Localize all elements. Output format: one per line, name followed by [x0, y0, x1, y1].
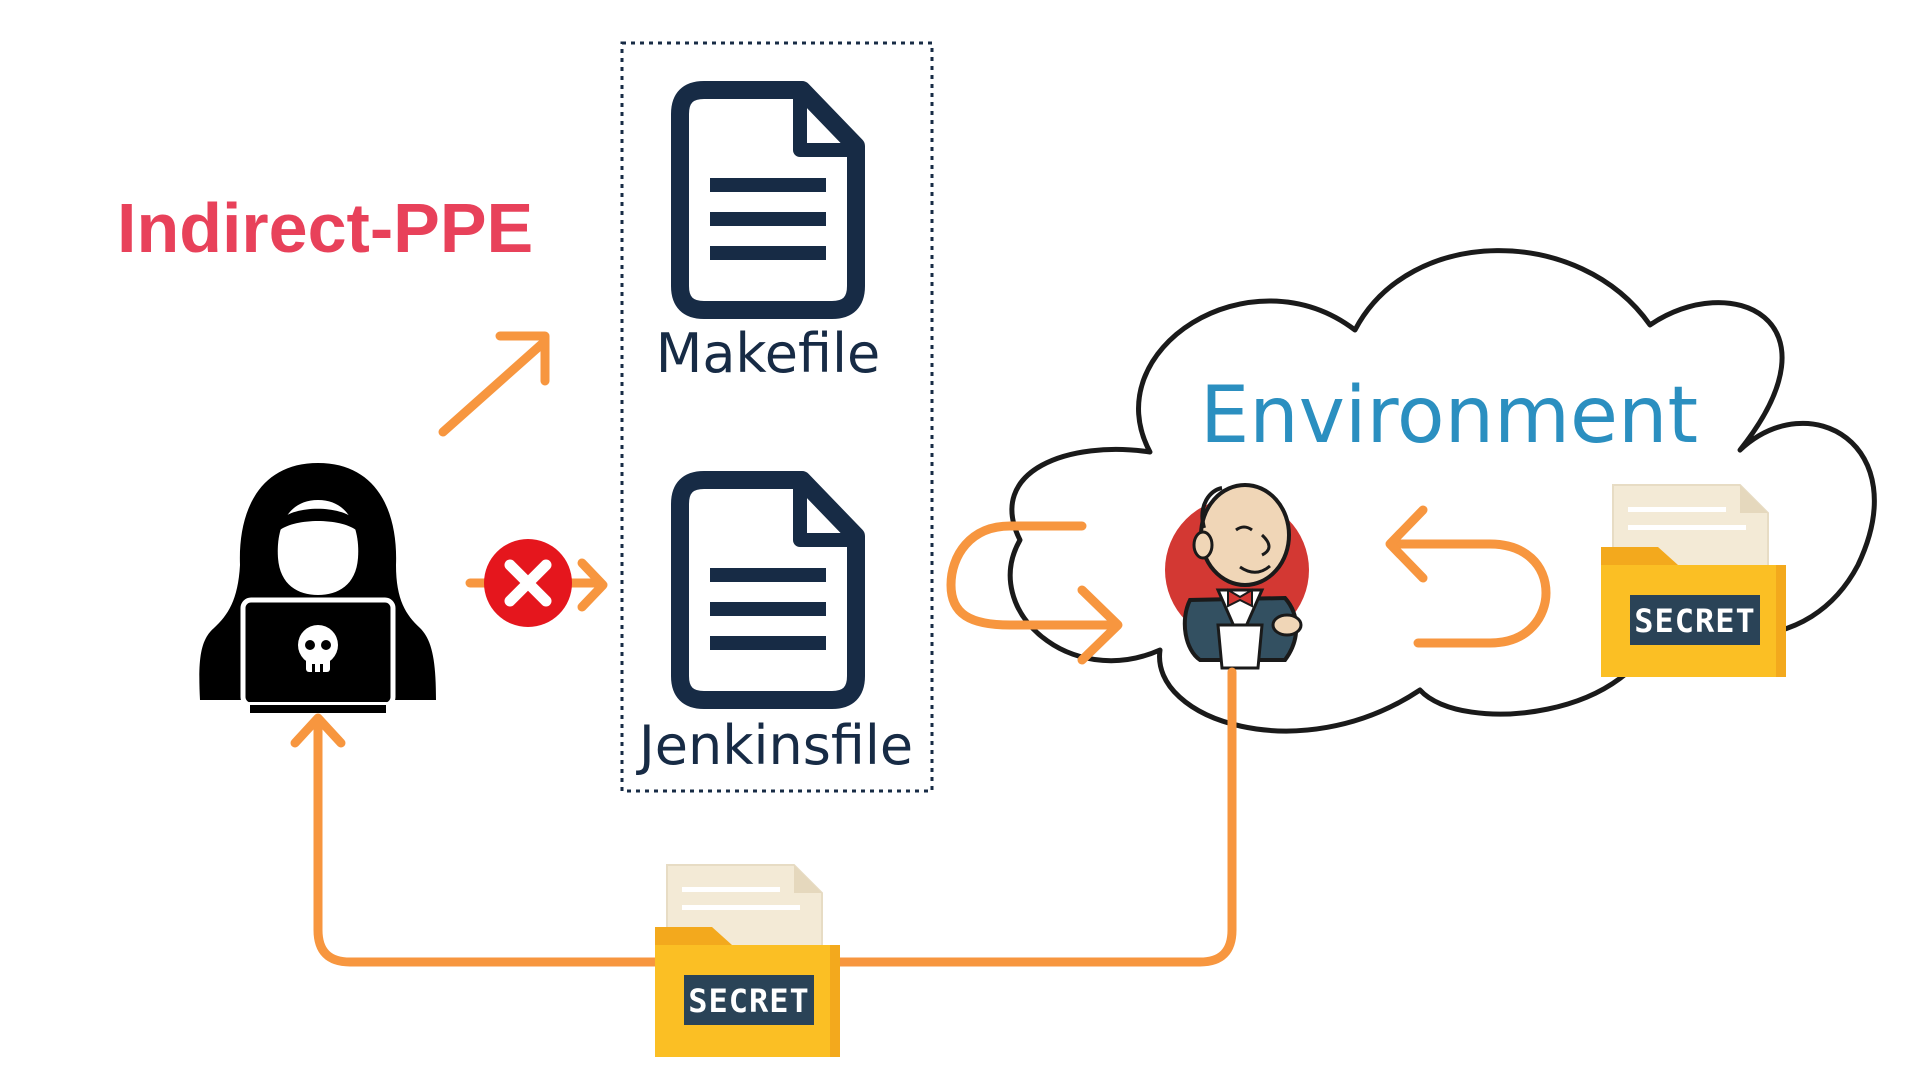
exfiltrated-secret-label: SECRET — [688, 982, 810, 1020]
pipeline-trigger-arrow — [946, 521, 1123, 665]
jenkinsfile-document-icon — [680, 480, 856, 700]
repository-files-box — [620, 41, 934, 793]
secret-access-arrow — [1385, 505, 1551, 648]
environment-secret-folder-icon: SECRET — [1600, 484, 1787, 678]
attack-makefile-arrow — [438, 331, 550, 437]
hooded-hacker-laptop-icon — [199, 463, 436, 714]
jenkinsfile-label: Jenkinsfile — [636, 714, 913, 777]
jenkins-butler-icon — [1165, 483, 1309, 670]
red-x-circle-icon — [484, 539, 572, 627]
makefile-label: Makefile — [656, 322, 881, 385]
environment-label: Environment — [1200, 371, 1698, 461]
makefile-document-icon — [680, 90, 856, 310]
environment-secret-label: SECRET — [1634, 602, 1756, 640]
diagram-title: Indirect-PPE — [117, 189, 533, 267]
exfiltrated-secret-folder-icon: SECRET — [654, 864, 841, 1058]
